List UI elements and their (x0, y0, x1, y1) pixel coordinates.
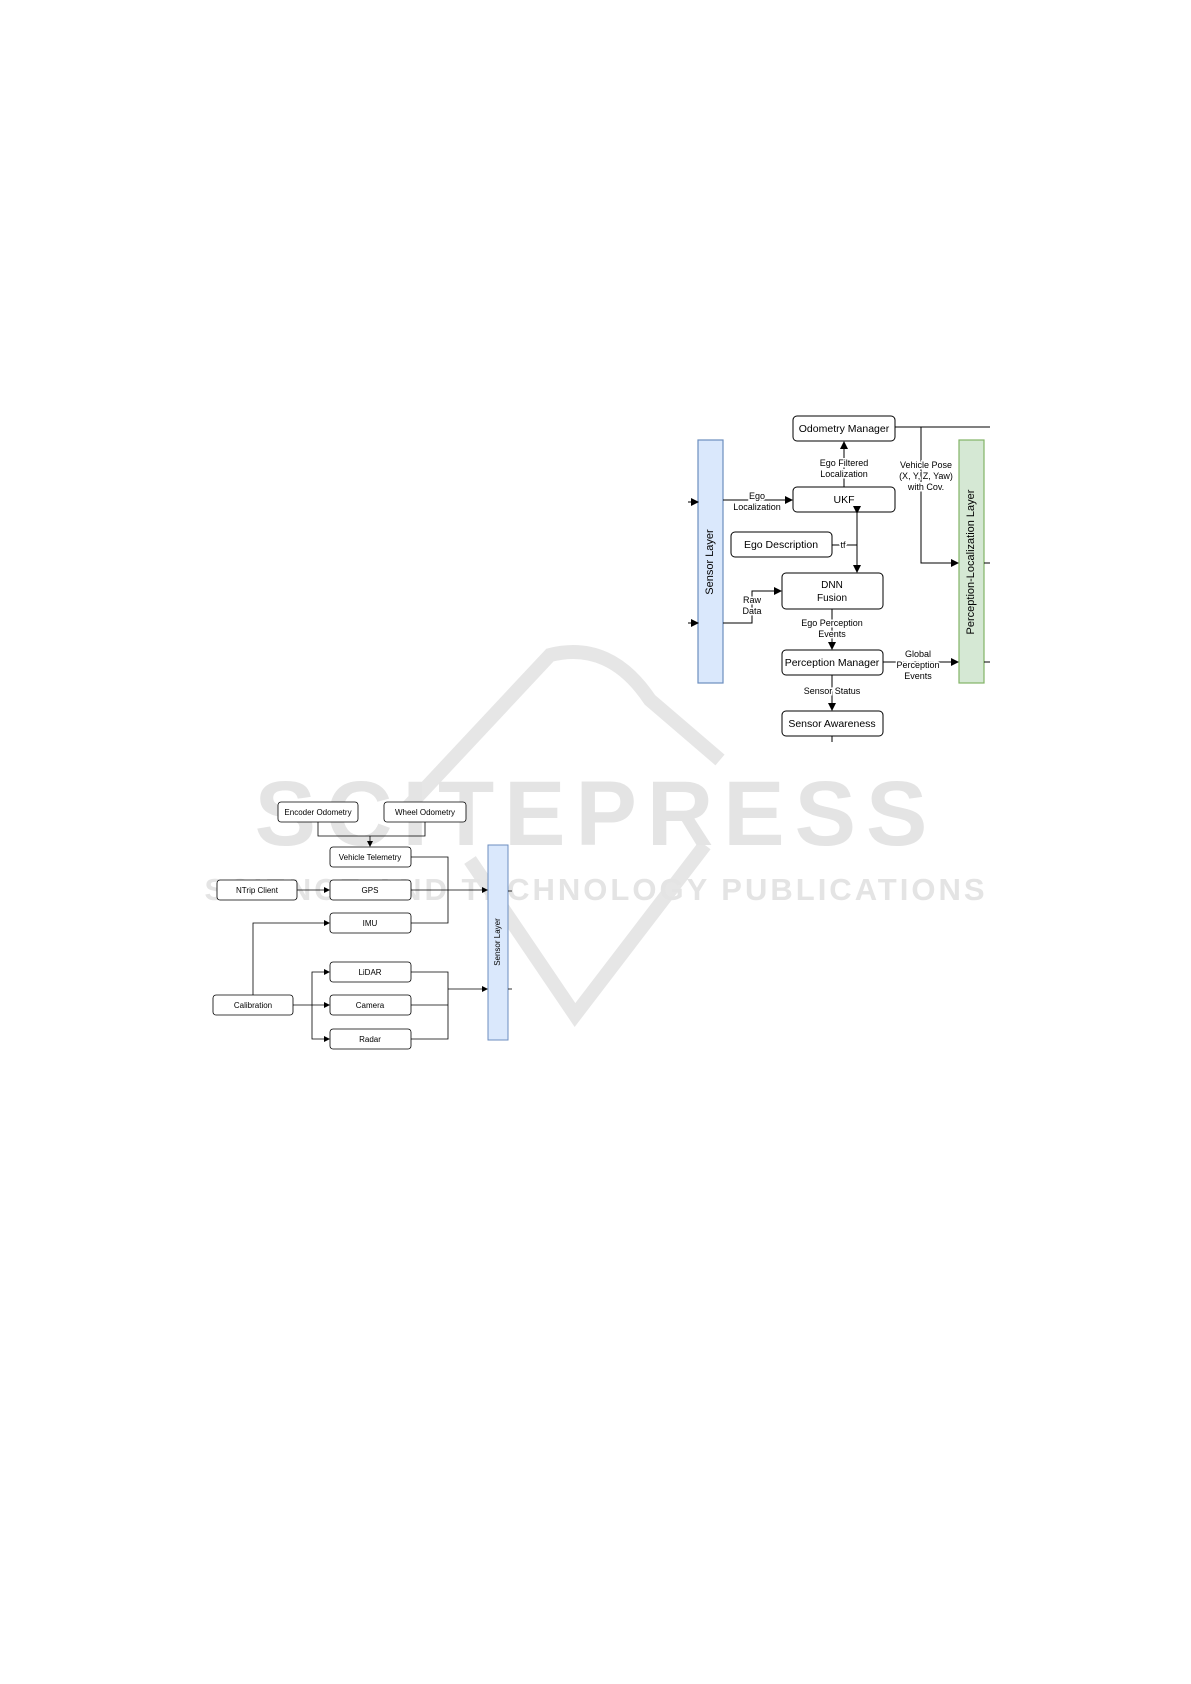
ego-localization-label-2: Localization (733, 502, 781, 512)
sensor-layer-bar (697, 439, 724, 684)
left-sensor-layer-bar (487, 844, 509, 1041)
sensor-awareness-node: Sensor Awareness (781, 710, 884, 737)
perception-localization-layer-bar (958, 439, 985, 684)
camera-label: Camera (356, 1001, 385, 1010)
sensor-awareness-label: Sensor Awareness (788, 718, 875, 730)
raw-data-label-1: Raw (743, 595, 762, 605)
perception-sensors-bus-line (411, 971, 449, 1040)
gps-label: GPS (362, 886, 379, 895)
global-perception-label-2: Perception (896, 660, 939, 670)
sensor-to-dnn-raw-data-arrow (723, 587, 782, 624)
vehicle-pose-label-2: (X, Y, Z, Yaw) (899, 471, 953, 481)
ego-filtered-label-2: Localization (820, 469, 868, 479)
left-sensor-layer-label: Sensor Layer (493, 918, 502, 966)
perception-manager-node: Perception Manager (781, 649, 884, 676)
ukf-label: UKF (834, 494, 855, 506)
global-perception-label-1: Global (905, 649, 931, 659)
calibration-to-radar-arrow (311, 1005, 330, 1042)
raw-data-label-2: Data (742, 606, 761, 616)
calibration-label: Calibration (234, 1001, 272, 1010)
vehicle-pose-arrow (920, 427, 959, 567)
ukf-node: UKF (792, 486, 896, 513)
encoder-odometry-node: Encoder Odometry (277, 801, 359, 823)
ego-description-label: Ego Description (744, 539, 818, 551)
ego-perception-label-2: Events (818, 629, 846, 639)
tf-label: tf (840, 540, 846, 550)
odometry-merge-arrow (317, 822, 426, 837)
sensor-layer-label: Sensor Layer (704, 529, 716, 595)
imu-node: IMU (329, 912, 412, 934)
calibration-to-imu-arrow (252, 920, 330, 995)
calibration-to-lidar-arrow (311, 969, 330, 1005)
ego-localization-label-1: Ego (749, 491, 765, 501)
vehicle-pose-label-3: with Cov. (907, 482, 944, 492)
ego-filtered-label-1: Ego Filtered (820, 458, 869, 468)
ntrip-client-label: NTrip Client (236, 886, 279, 895)
dnn-fusion-label-2: Fusion (817, 593, 847, 604)
camera-node: Camera (329, 994, 412, 1016)
lidar-label: LiDAR (358, 968, 381, 977)
ntrip-client-node: NTrip Client (216, 879, 298, 901)
perception-localization-layer-label: Perception-Localization Layer (965, 489, 977, 634)
wheel-odometry-node: Wheel Odometry (383, 801, 467, 823)
odometry-manager-label: Odometry Manager (799, 423, 890, 435)
wheel-odometry-label: Wheel Odometry (395, 808, 455, 817)
vehicle-telemetry-node: Vehicle Telemetry (329, 846, 412, 868)
ego-perception-label-1: Ego Perception (801, 618, 863, 628)
global-perception-label-3: Events (904, 671, 932, 681)
encoder-odometry-label: Encoder Odometry (284, 808, 351, 817)
odometry-manager-node: Odometry Manager (792, 415, 896, 442)
lidar-node: LiDAR (329, 961, 412, 983)
radar-label: Radar (359, 1035, 381, 1044)
vehicle-pose-label-1: Vehicle Pose (900, 460, 952, 470)
gps-node: GPS (329, 879, 412, 901)
sensor-status-label: Sensor Status (804, 686, 861, 696)
radar-node: Radar (329, 1028, 412, 1050)
vehicle-telemetry-label: Vehicle Telemetry (339, 853, 402, 862)
calibration-node: Calibration (212, 994, 294, 1016)
dnn-fusion-label-1: DNN (821, 580, 843, 591)
imu-label: IMU (363, 919, 378, 928)
perception-manager-label: Perception Manager (785, 657, 880, 669)
